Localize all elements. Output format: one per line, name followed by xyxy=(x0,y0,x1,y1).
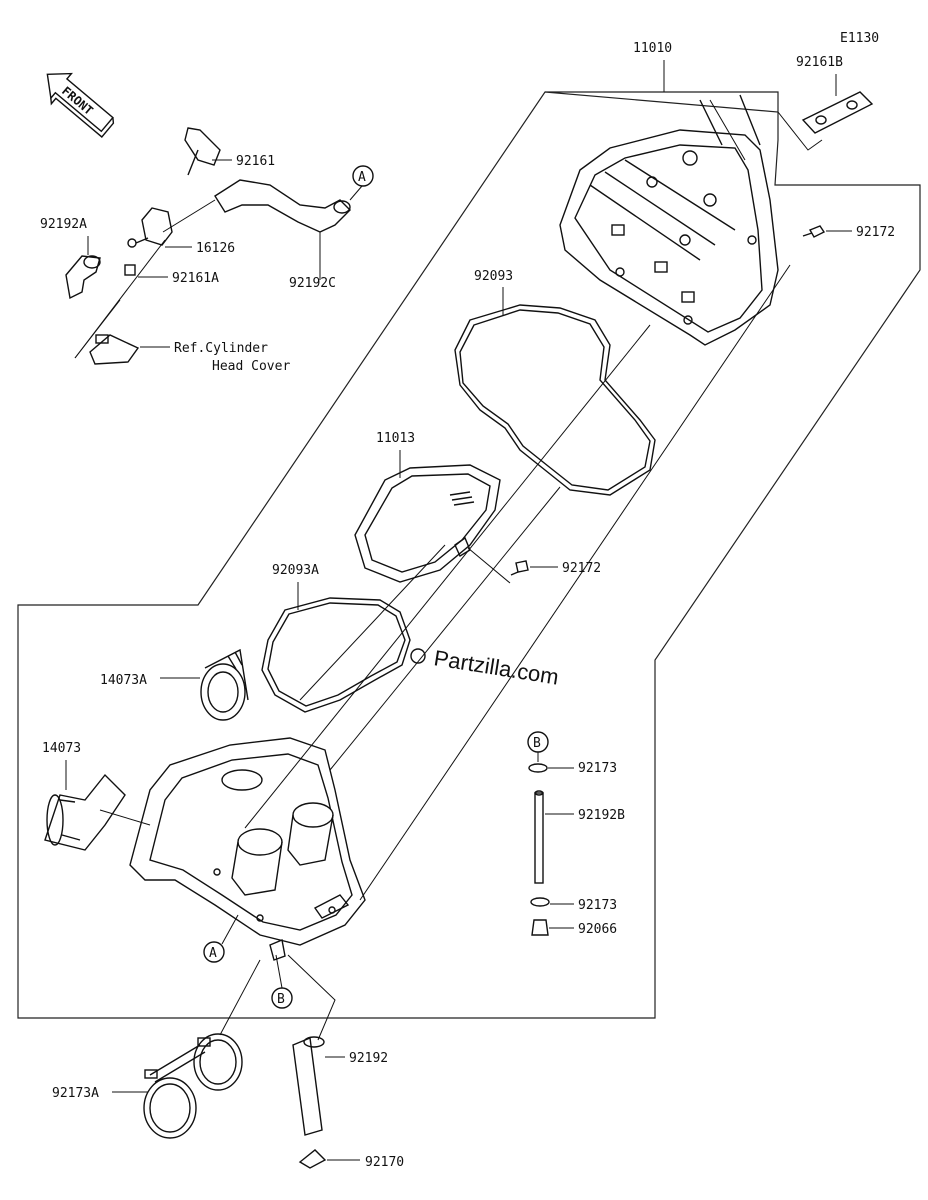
part-92066-plug xyxy=(531,919,549,936)
label-92192B: 92192B xyxy=(578,808,625,823)
part-14073-duct xyxy=(44,773,126,851)
part-92093-gasket xyxy=(454,304,656,496)
label-92173A: 92173A xyxy=(52,1086,99,1101)
callout-A-upper xyxy=(352,165,374,187)
part-92192A-hose xyxy=(65,255,101,300)
part-92161-bracket xyxy=(184,127,221,176)
label-92161B: 92161B xyxy=(796,55,843,70)
part-ref-head-cover xyxy=(89,334,140,365)
label-92172-upper: 92172 xyxy=(856,225,895,240)
callout-A-lower-text: A xyxy=(209,946,217,961)
label-92173-upper: 92173 xyxy=(578,761,617,776)
label-92161A: 92161A xyxy=(172,271,219,286)
callout-B-lower-text: B xyxy=(277,992,285,1007)
part-14073A-duct xyxy=(200,648,249,721)
label-16126: 16126 xyxy=(196,241,235,256)
part-16126-valve xyxy=(127,207,173,248)
part-92173-clamp-lower xyxy=(530,897,550,907)
label-14073A: 14073A xyxy=(100,673,147,688)
part-lower-housing xyxy=(129,737,366,946)
label-92170: 92170 xyxy=(365,1155,404,1170)
callout-B-right-text: B xyxy=(533,736,541,751)
callout-A-upper-text: A xyxy=(358,170,366,185)
label-92066: 92066 xyxy=(578,922,617,937)
assembly-boundary xyxy=(17,91,921,1019)
part-11013-element xyxy=(354,464,501,583)
label-11010: 11010 xyxy=(633,41,672,56)
part-92093A-gasket xyxy=(261,597,411,713)
label-11013: 11013 xyxy=(376,431,415,446)
part-92172-screw-lower xyxy=(510,560,529,576)
label-92173-lower: 92173 xyxy=(578,898,617,913)
label-14073: 14073 xyxy=(42,741,81,756)
part-92173A-clamps xyxy=(143,1033,243,1139)
part-92192B-hose xyxy=(534,790,544,884)
front-arrow-icon: FRONT xyxy=(46,72,115,138)
label-92093A: 92093A xyxy=(272,563,319,578)
part-11010-upper-housing xyxy=(559,94,779,346)
part-92161B-bracket xyxy=(801,91,874,134)
ref-label-line2: Head Cover xyxy=(212,359,290,374)
label-92172-lower: 92172 xyxy=(562,561,601,576)
part-92161A-clip xyxy=(124,264,136,276)
part-92192C-hose xyxy=(214,179,351,233)
label-92192A: 92192A xyxy=(40,217,87,232)
label-92192: 92192 xyxy=(349,1051,388,1066)
label-92192C: 92192C xyxy=(289,276,336,291)
part-92170-clip xyxy=(298,1149,327,1169)
part-92192-hose xyxy=(292,1036,325,1136)
callout-A-lower xyxy=(203,941,225,963)
watermark: Partzilla.com xyxy=(432,645,560,689)
copyright-icon xyxy=(410,648,426,664)
part-92172-screw-upper xyxy=(802,225,826,238)
ref-label-line1: Ref.Cylinder xyxy=(174,341,268,356)
part-92173-clamp-upper xyxy=(528,763,548,773)
label-92161: 92161 xyxy=(236,154,275,169)
diagram-code: E1130 xyxy=(840,31,879,46)
label-92093: 92093 xyxy=(474,269,513,284)
